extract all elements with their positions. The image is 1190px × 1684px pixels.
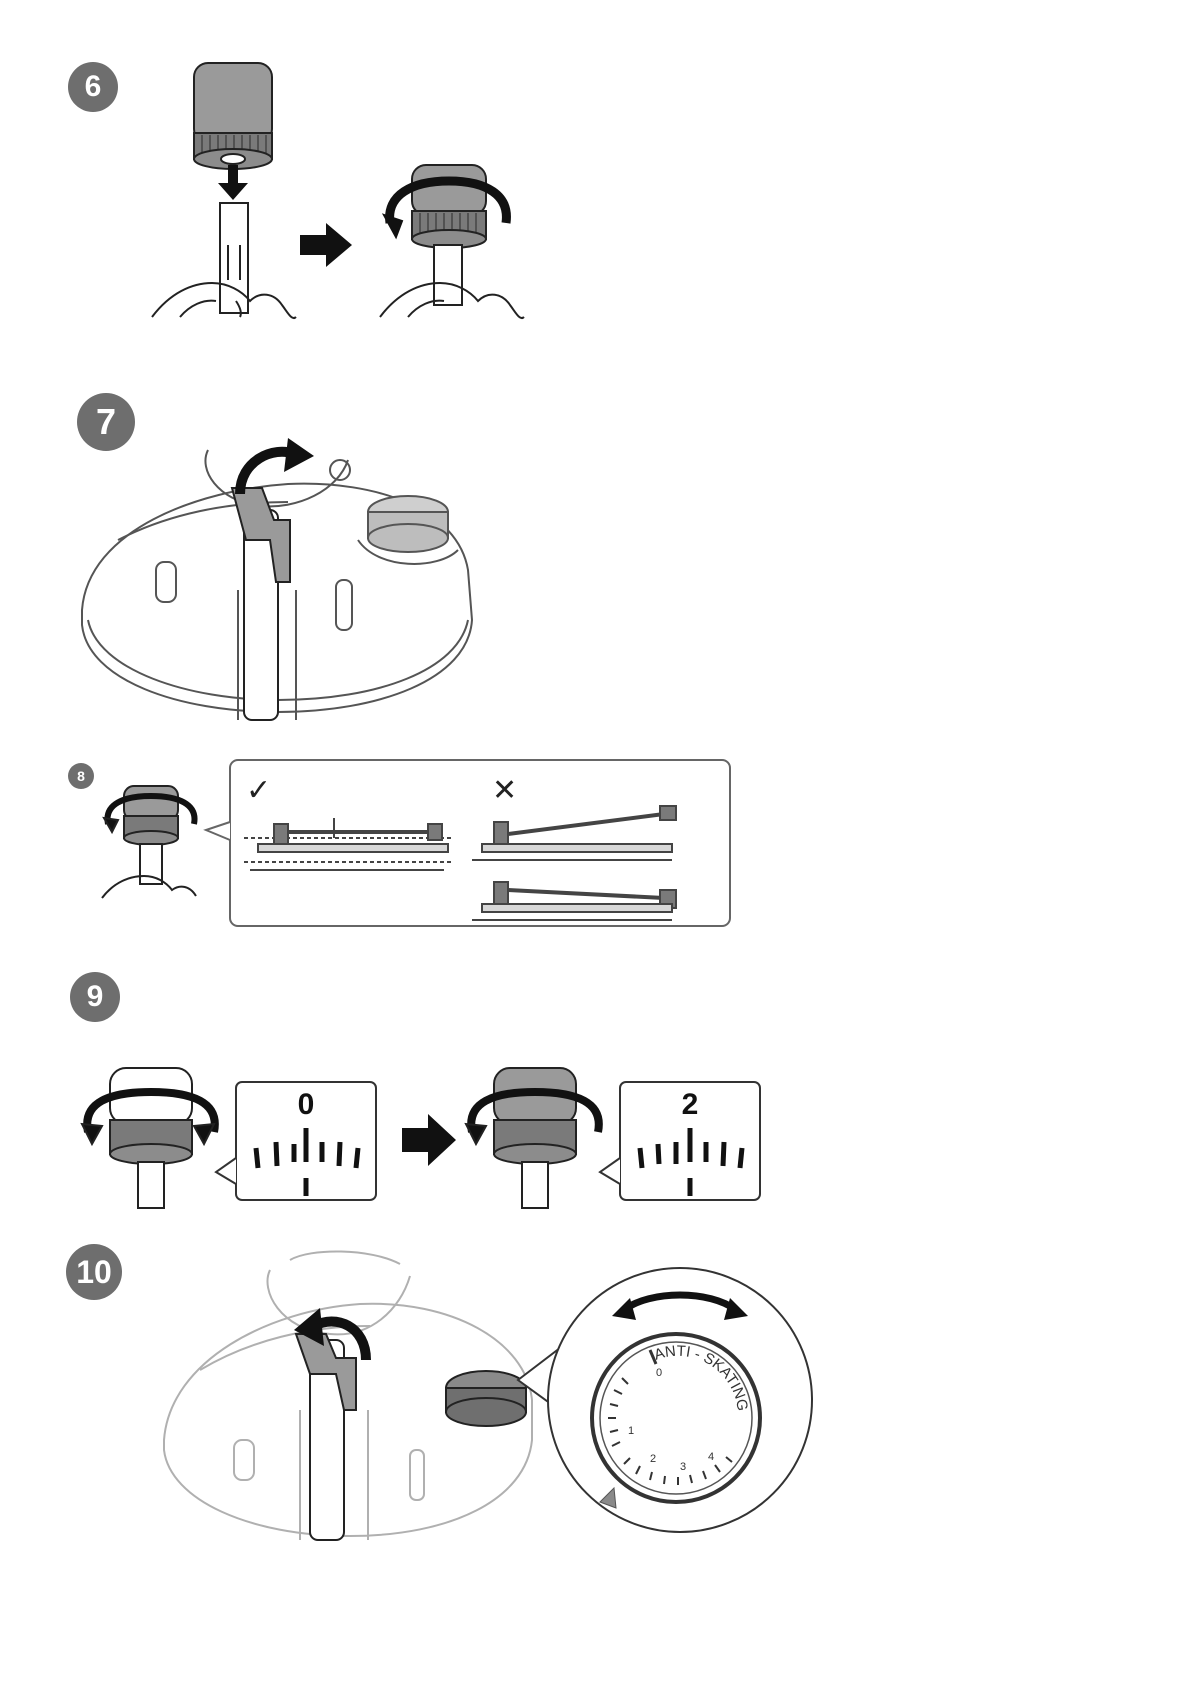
step-10-badge: 10 [66,1244,122,1300]
step-8-comparison-box: ✓ ✕ [204,758,734,930]
correct-mark: ✓ [246,773,271,808]
step-8-badge: 8 [68,763,94,789]
gauge-after-value: 2 [682,1088,699,1121]
step-6-badge: 6 [68,62,118,112]
anti-skating-dial-callout: ANTI - SKATING 0 1 2 3 4 [500,1250,810,1550]
wrong-mark: ✕ [492,773,517,808]
step-7-illustration [78,450,478,720]
dial-number-3: 3 [680,1461,686,1473]
step-9-illustration: 0 2 [80,1062,800,1212]
step-6-illustration [150,55,570,345]
dial-number-4: 4 [708,1451,714,1463]
gauge-before-value: 0 [298,1088,315,1121]
step-10-base-illustration [160,1250,540,1540]
dial-number-1: 1 [628,1425,634,1437]
gauge-after: 2 [600,1082,760,1200]
step-9-badge: 9 [70,972,120,1022]
step-7-badge: 7 [77,393,135,451]
gauge-before: 0 [216,1082,376,1200]
dial-number-0: 0 [656,1367,662,1379]
dial-number-2: 2 [650,1453,656,1465]
